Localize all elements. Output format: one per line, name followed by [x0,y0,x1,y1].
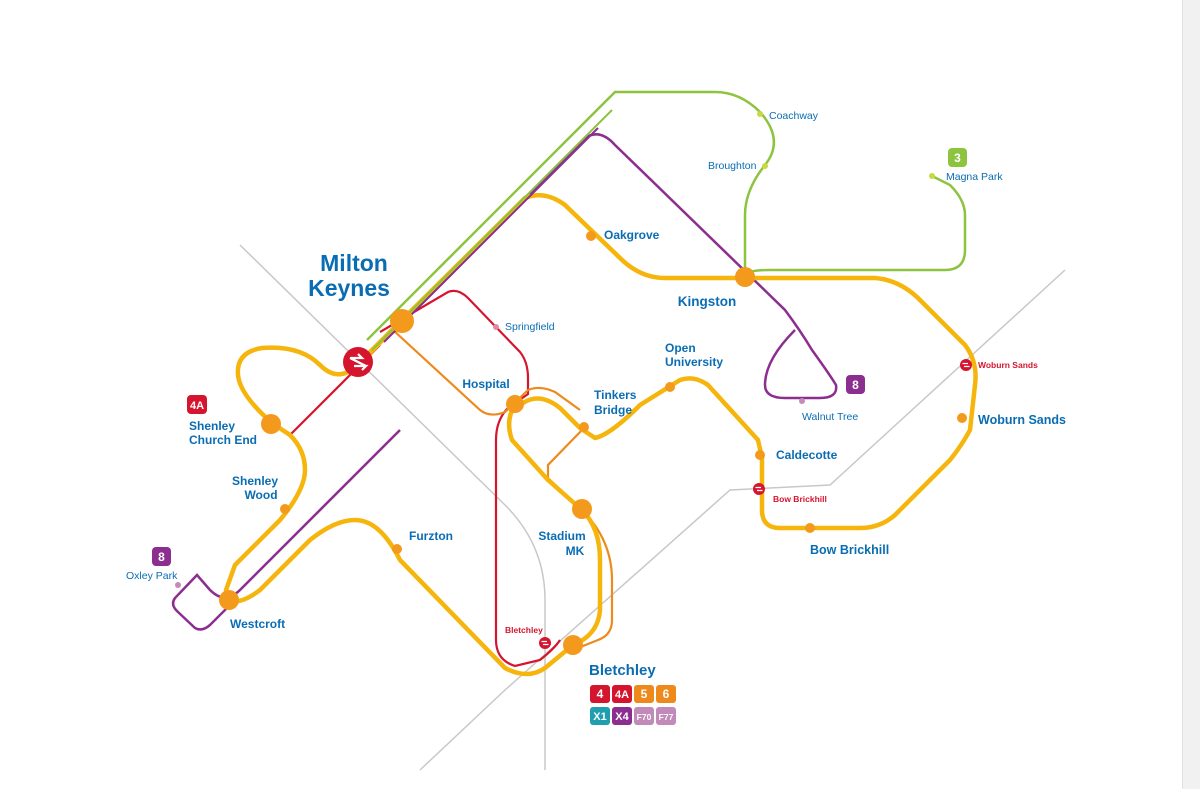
route-chip[interactable]: X4 [612,707,632,725]
label-magna-park: Magna Park [946,171,1003,183]
label-kingston: Kingston [678,294,737,309]
route-badge-4a[interactable]: 4A [187,395,207,414]
route-badge-8-walnut-tree[interactable]: 8 [846,375,865,394]
label-bletchley-rail: Bletchley [505,625,543,635]
svg-text:4: 4 [597,687,604,701]
svg-text:8: 8 [158,550,165,564]
route-green [366,90,967,341]
stop-shenley-wood[interactable] [280,504,290,514]
label-woburn-sands: Woburn Sands [978,413,1066,427]
route-chip[interactable]: 4A [612,685,632,703]
label-hospital: Hospital [462,377,509,391]
stop-oakgrove[interactable] [586,231,596,241]
stop-shenley-church-end[interactable] [261,414,281,434]
label-woburn-sands-rail: Woburn Sands [978,360,1038,370]
label-springfield: Springfield [505,321,555,333]
stop-coachway[interactable] [757,111,763,117]
label-furzton: Furzton [409,529,453,543]
national-rail-icon[interactable] [343,347,373,377]
label-shenley-church-end-1: Shenley [189,419,235,433]
svg-text:F77: F77 [659,712,674,722]
vertical-scrollbar[interactable] [1182,0,1200,789]
label-oakgrove: Oakgrove [604,228,660,242]
rail-line-west-coast [239,244,546,770]
route-chip[interactable]: X1 [590,707,610,725]
label-bow-brickhill-rail: Bow Brickhill [773,494,827,504]
label-walnut-tree: Walnut Tree [802,411,858,423]
label-tinkers-bridge-1: Tinkers [594,388,637,402]
label-broughton: Broughton [708,160,757,172]
svg-text:5: 5 [641,687,648,701]
route-badge-8-oxley-park[interactable]: 8 [152,547,171,566]
label-shenley-wood-1: Shenley [232,474,278,488]
stop-magna-park[interactable] [929,173,935,179]
label-stadium-mk-2: MK [566,544,585,558]
stop-furzton[interactable] [392,544,402,554]
stop-bow-brickhill[interactable] [805,523,815,533]
label-stadium-mk-1: Stadium [538,529,585,543]
route-badge-3[interactable]: 3 [948,148,967,167]
stop-woburn-sands[interactable] [957,413,967,423]
route-badges: 3 8 4A 8 [152,148,967,566]
railway-lines [239,244,1066,771]
station-labels: Milton Keynes Kingston Oakgrove Coachway… [126,110,1066,679]
route-bundle [371,109,613,351]
stop-caldecotte[interactable] [755,450,765,460]
route-chip[interactable]: F70 [634,707,654,725]
label-westcroft: Westcroft [230,617,285,631]
svg-text:8: 8 [852,378,859,392]
stop-stadium-mk[interactable] [572,499,592,519]
svg-text:4A: 4A [190,400,204,412]
stop-hospital[interactable] [506,395,524,413]
route-chip[interactable]: 5 [634,685,654,703]
rail-stations [343,347,972,649]
route-red [284,289,561,668]
stop-springfield[interactable] [493,324,499,330]
label-coachway: Coachway [769,110,819,122]
label-tinkers-bridge-2: Bridge [594,403,632,417]
label-bletchley: Bletchley [589,662,656,679]
rail-line-marston-vale [419,269,1066,771]
label-open-university-1: Open [665,341,696,355]
hub-stops [219,267,755,655]
stop-oxley-park[interactable] [175,582,181,588]
national-rail-icon[interactable] [753,483,765,495]
stop-westcroft[interactable] [219,590,239,610]
svg-text:X4: X4 [615,711,629,723]
label-milton-keynes-2: Keynes [308,275,390,301]
stop-milton-keynes[interactable] [390,309,414,333]
label-shenley-church-end-2: Church End [189,433,257,447]
route-chip[interactable]: F77 [656,707,676,725]
stop-walnut-tree[interactable] [799,398,805,404]
route-chip[interactable]: 6 [656,685,676,703]
stop-broughton[interactable] [762,163,768,169]
svg-text:4A: 4A [615,689,629,701]
svg-text:6: 6 [663,687,670,701]
minor-stops [175,111,967,588]
label-oxley-park: Oxley Park [126,570,178,582]
national-rail-icon[interactable] [960,359,972,371]
svg-text:X1: X1 [593,711,606,723]
stop-bletchley[interactable] [563,635,583,655]
label-bow-brickhill: Bow Brickhill [810,543,889,557]
label-milton-keynes-1: Milton [320,250,388,276]
label-open-university-2: University [665,355,723,369]
national-rail-icon[interactable] [539,637,551,649]
stop-tinkers-bridge[interactable] [579,422,589,432]
route-chip[interactable]: 4 [590,685,610,703]
stop-kingston[interactable] [735,267,755,287]
label-shenley-wood-2: Wood [244,488,277,502]
svg-text:F70: F70 [637,712,652,722]
stop-open-university[interactable] [665,382,675,392]
svg-text:3: 3 [954,151,961,165]
bletchley-route-list: 4 4A 5 6 X1 X4 F70 F77 [590,685,676,725]
label-caldecotte: Caldecotte [776,448,838,462]
